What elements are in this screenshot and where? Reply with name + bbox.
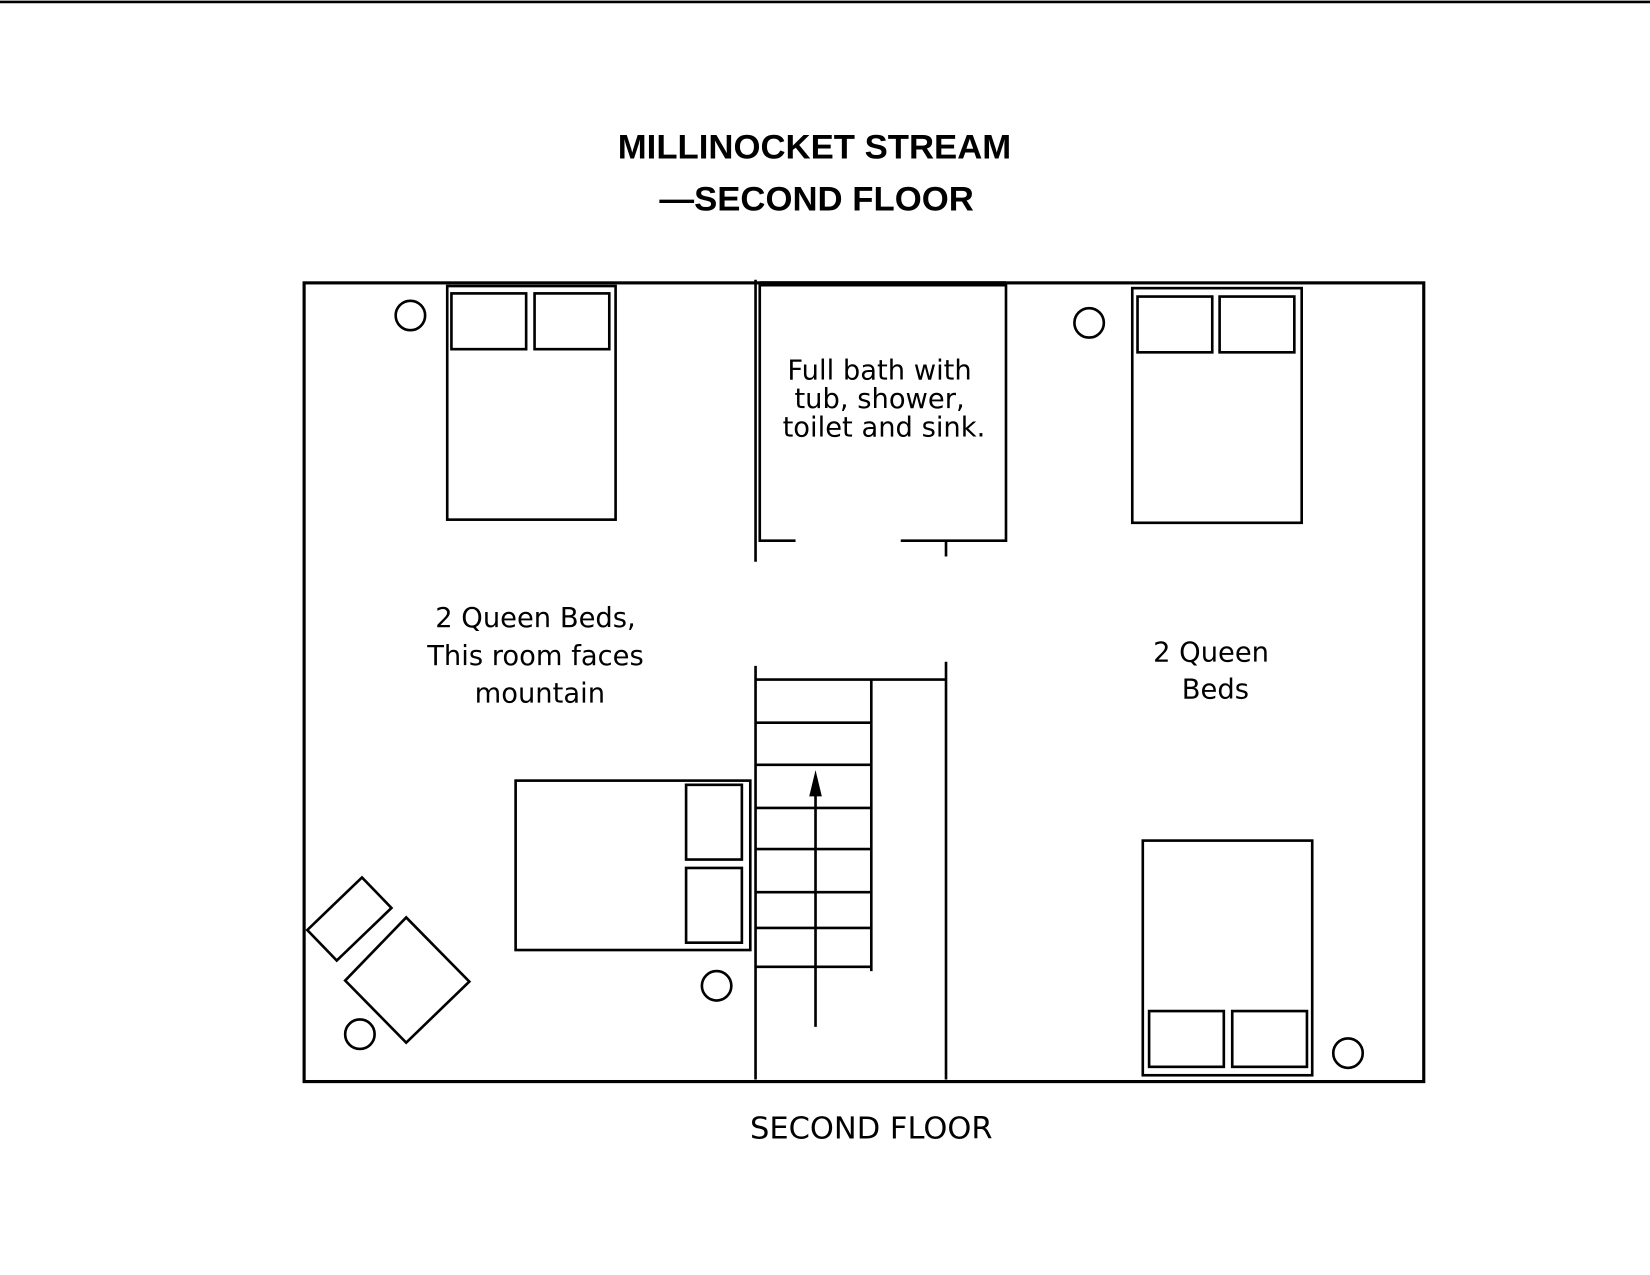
right-bedroom-label: 2 Queen Beds [1153, 638, 1278, 706]
armchair-ottoman [305, 875, 472, 1045]
bed-top-right [1130, 286, 1304, 525]
staircase [754, 661, 948, 1080]
title-line2: —SECOND FLOOR [659, 180, 973, 218]
left-bedroom-label: 2 Queen Beds, This room faces mountain [426, 603, 652, 710]
pillow [684, 866, 744, 944]
pillow [1136, 295, 1214, 354]
floor-caption: SECOND FLOOR [750, 1111, 993, 1146]
bed-bottom-right [1141, 839, 1314, 1077]
bed-top-left [445, 284, 617, 521]
bathroom: Full bath with tub, shower, toilet and s… [754, 279, 1008, 562]
nightstand-lamp-icon [1073, 306, 1106, 339]
pillow [1147, 1009, 1226, 1069]
title-line1: MILLINOCKET STREAM [618, 129, 1011, 167]
pillow [450, 292, 528, 351]
bath-label: Full bath with tub, shower, toilet and s… [783, 356, 986, 444]
nightstand-lamp-icon [394, 299, 427, 332]
pillow [684, 783, 744, 861]
nightstand-lamp-icon [700, 969, 733, 1002]
nightstand-lamp-icon [1331, 1037, 1365, 1070]
pillow [1218, 295, 1296, 354]
nightstand-lamp-icon [343, 1018, 376, 1051]
pillow [1230, 1009, 1309, 1069]
bed-middle-left [514, 779, 752, 952]
pillow [533, 292, 611, 351]
